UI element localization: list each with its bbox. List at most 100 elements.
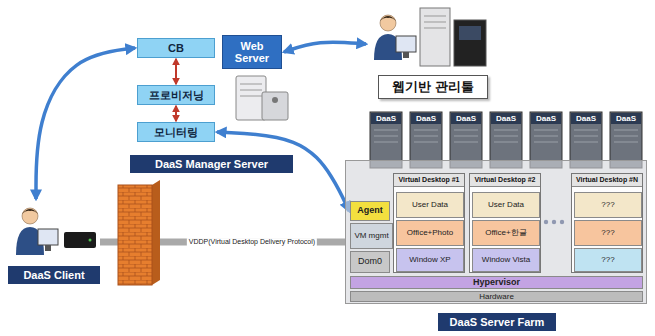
os-layer: Window Vista (472, 248, 540, 272)
agent-layer: Agent (350, 201, 390, 221)
admin-tool: 웹기반 관리툴 (366, 4, 496, 99)
hypervisor-bar: Hypervisor (350, 276, 643, 289)
server-unit (262, 92, 288, 120)
person-hair (22, 209, 38, 214)
mgmt-layer: VM mgmt (350, 223, 393, 249)
node-text: ??? (601, 201, 614, 210)
tower-label: DaaS (530, 113, 562, 124)
arrow-connector (175, 59, 177, 84)
server-picture (236, 76, 288, 120)
tower-label: DaaS (370, 113, 402, 124)
connector-group (36, 42, 366, 242)
rack-silver (420, 8, 450, 66)
tower-cap (371, 113, 401, 124)
edge-label: VDDP(Virtual Desktop Delivery Protocol) (187, 238, 317, 246)
node-text: CB (168, 42, 184, 54)
user-data-layer: User Data (396, 192, 464, 218)
node-text: VM mgmt (354, 232, 388, 241)
drive-slot (240, 84, 262, 96)
server-farm: DaaS Server FarmAgentVM mgmtDom0Virtual … (345, 160, 647, 304)
node-text: Dom0 (358, 257, 382, 267)
node-text: Web Server (223, 40, 281, 64)
web-server-box: Web Server (222, 35, 282, 69)
firewall-side (152, 180, 160, 285)
node-text: Agent (357, 206, 383, 216)
rack-screen (459, 26, 481, 40)
client-person (16, 208, 58, 255)
process-box: 모니터링 (137, 122, 215, 142)
tower-slot (614, 130, 638, 142)
firewall (118, 180, 160, 285)
process-box: 프로비저닝 (137, 85, 215, 105)
node-text: ??? (601, 229, 614, 238)
server-racks (420, 8, 486, 66)
node-text: DaaS Server Farm (438, 313, 556, 331)
node-text: Hypervisor (473, 278, 520, 288)
virtual-desktop: Virtual Desktop #2 User DataOffice+한글 Wind… (469, 173, 541, 273)
tower-cap (611, 113, 641, 124)
arrow-connector (284, 42, 366, 52)
virtual-desktop: Virtual Desktop #1 User DataOffice+PhotoW… (393, 173, 465, 273)
tower-label: DaaS (610, 113, 642, 124)
tower-slot (534, 130, 558, 142)
node-text: Hardware (479, 293, 514, 301)
tower-slot (414, 130, 438, 142)
node-text: Office+한글 (485, 229, 526, 238)
monitor (38, 229, 58, 245)
node-text: DaaS Client (8, 266, 100, 284)
unknown-layer: ??? (574, 248, 642, 272)
user-data-layer: User Data (472, 192, 540, 218)
os-layer: Window XP (396, 248, 464, 272)
node-text: ??? (601, 256, 614, 265)
node-text: User Data (488, 201, 524, 210)
unknown-layer: ??? (574, 192, 642, 218)
app-layer: Office+한글 (472, 220, 540, 246)
monitor-stand (403, 52, 409, 58)
tower-slot (494, 130, 518, 142)
node-text: Virtual Desktop #1 (394, 174, 464, 187)
dom0-layer: Dom0 (350, 251, 390, 273)
virtual-desktop: Virtual Desktop #N????????? (571, 173, 643, 273)
node-text: Window Vista (482, 256, 530, 265)
app-layer: Office+Photo (396, 220, 464, 246)
unknown-layer: ??? (574, 220, 642, 246)
node-text: 프로비저닝 (149, 89, 204, 101)
process-box: CB (137, 38, 215, 58)
manager-group: DaaS Manager Server CB Web Server 프로비저닝모니터링 (128, 33, 295, 175)
admin-person (374, 15, 416, 60)
node-text: Virtual Desktop #N (572, 174, 642, 187)
node-text: Virtual Desktop #2 (470, 174, 540, 187)
node-text: 모니터링 (154, 126, 198, 138)
node-text: Window XP (409, 256, 450, 265)
firewall-wall (118, 185, 152, 285)
server-disc (272, 97, 278, 103)
person-hair (380, 16, 396, 21)
tower-label: DaaS (450, 113, 482, 124)
person-head (22, 208, 38, 224)
monitor-stand (45, 245, 51, 251)
tower-slot (454, 130, 478, 142)
tower-slot (374, 130, 398, 142)
rack-slot (424, 16, 446, 28)
tower-cap (571, 113, 601, 124)
node-text: 웹기반 관리툴 (378, 75, 488, 99)
tower-cap (491, 113, 521, 124)
client-group: DaaS Client (8, 202, 100, 284)
hardware-bar: Hardware (350, 291, 643, 302)
device-led (89, 239, 92, 242)
node-text: Office+Photo (407, 229, 453, 238)
tower-cap (451, 113, 481, 124)
monitor (396, 36, 416, 52)
node-text: DaaS Manager Server (130, 155, 293, 173)
tower-label: DaaS (490, 113, 522, 124)
tower-label: DaaS (410, 113, 442, 124)
tower-label: DaaS (570, 113, 602, 124)
tower-slot (574, 130, 598, 142)
tower-cap (411, 113, 441, 124)
node-text: User Data (412, 201, 448, 210)
rack-black (454, 20, 486, 66)
arrow-connector (175, 106, 177, 121)
tower-cap (531, 113, 561, 124)
